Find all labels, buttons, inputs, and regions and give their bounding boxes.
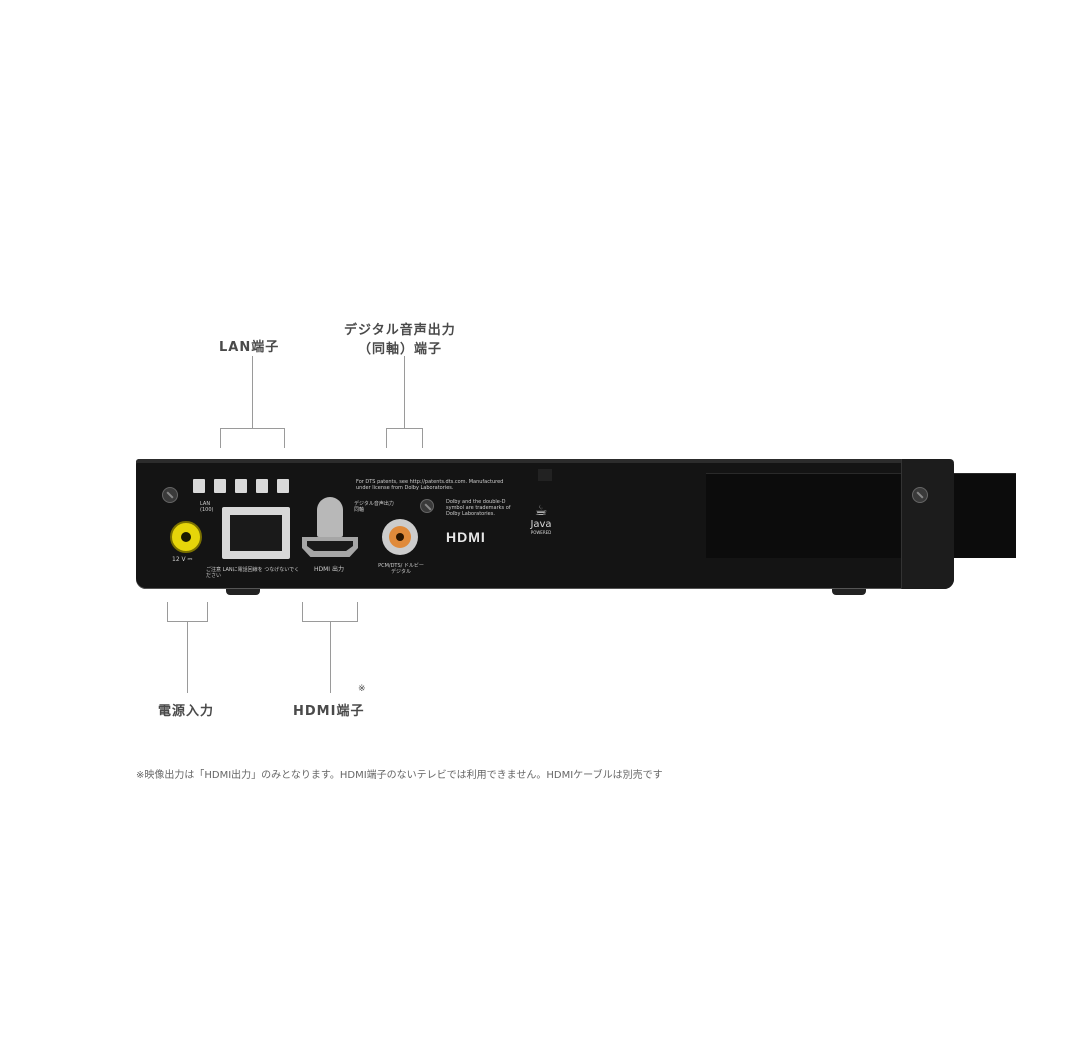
lan-callout-line bbox=[252, 356, 253, 428]
hdmi-lock-bracket bbox=[317, 497, 343, 537]
rear-vent-panel bbox=[706, 473, 1016, 558]
callout-digital-audio-label-2: （同軸）端子 bbox=[358, 342, 443, 357]
lan-port bbox=[222, 507, 290, 559]
top-notch bbox=[538, 469, 552, 481]
license-text-1: For DTS patents, see http://patents.dts.… bbox=[356, 479, 504, 491]
callout-lan-label: LAN端子 bbox=[219, 340, 280, 355]
lan-port-label: LAN (100) bbox=[200, 501, 214, 513]
dip-switch-1 bbox=[193, 479, 205, 493]
digital-audio-callout-line bbox=[404, 356, 405, 428]
callout-power-label: 電源入力 bbox=[158, 704, 215, 719]
java-powered-text: POWERED bbox=[530, 530, 552, 535]
digital-audio-port-label: デジタル音声出力 同軸 bbox=[354, 501, 394, 513]
hdmi-output-label: HDMI 出力 bbox=[314, 566, 344, 573]
dip-switch-4 bbox=[256, 479, 268, 493]
ground-screw-icon bbox=[420, 499, 434, 513]
player-rear-panel: 12 V ⎓ LAN (100) ご注意 LANに電話回線を つなげないでくださ… bbox=[136, 459, 1016, 589]
hdmi-bracket-right bbox=[357, 602, 358, 622]
power-callout-line bbox=[187, 621, 188, 693]
power-bracket-right bbox=[207, 602, 208, 622]
pcm-format-label: PCM/DTS/ ドルビーデジタル bbox=[378, 563, 424, 575]
hdmi-logo: HDMI bbox=[446, 529, 486, 545]
java-logo: ☕ Java POWERED bbox=[526, 503, 556, 535]
dip-switch-5 bbox=[277, 479, 289, 493]
callout-hdmi-label: HDMI端子 bbox=[293, 704, 365, 719]
java-cup-icon: ☕ bbox=[534, 503, 548, 519]
right-foot bbox=[832, 589, 866, 595]
power-voltage-label: 12 V ⎓ bbox=[172, 556, 193, 563]
power-input-jack bbox=[170, 521, 202, 553]
left-foot bbox=[226, 589, 260, 595]
hdmi-output-port bbox=[302, 537, 358, 557]
callout-digital-audio-label-1: デジタル音声出力 bbox=[344, 323, 456, 338]
coaxial-digital-audio-port bbox=[382, 519, 418, 555]
digital-audio-bracket-left bbox=[386, 428, 387, 448]
hdmi-bracket-left bbox=[302, 602, 303, 622]
lan-bracket-left bbox=[220, 428, 221, 448]
lan-warning-label: ご注意 LANに電話回線を つなげないでください bbox=[206, 567, 300, 579]
footnote: ※映像出力は「HDMI出力」のみとなります。HDMI端子のないテレビでは利用でき… bbox=[136, 770, 663, 781]
callout-hdmi-footnote-mark: ※ bbox=[358, 684, 367, 694]
lan-bracket-right bbox=[284, 428, 285, 448]
right-screw-icon bbox=[912, 487, 928, 503]
license-text-2: Dolby and the double-D symbol are tradem… bbox=[446, 499, 511, 517]
java-logo-text: Java bbox=[530, 519, 552, 530]
right-endcap bbox=[901, 459, 954, 589]
dip-switch-3 bbox=[235, 479, 247, 493]
top-edge bbox=[136, 459, 954, 463]
dip-switch-2 bbox=[214, 479, 226, 493]
power-bracket-left bbox=[167, 602, 168, 622]
lan-bracket bbox=[220, 428, 285, 429]
left-screw-icon bbox=[162, 487, 178, 503]
hdmi-callout-line bbox=[330, 621, 331, 693]
digital-audio-bracket-right bbox=[422, 428, 423, 448]
digital-audio-bracket bbox=[386, 428, 423, 429]
